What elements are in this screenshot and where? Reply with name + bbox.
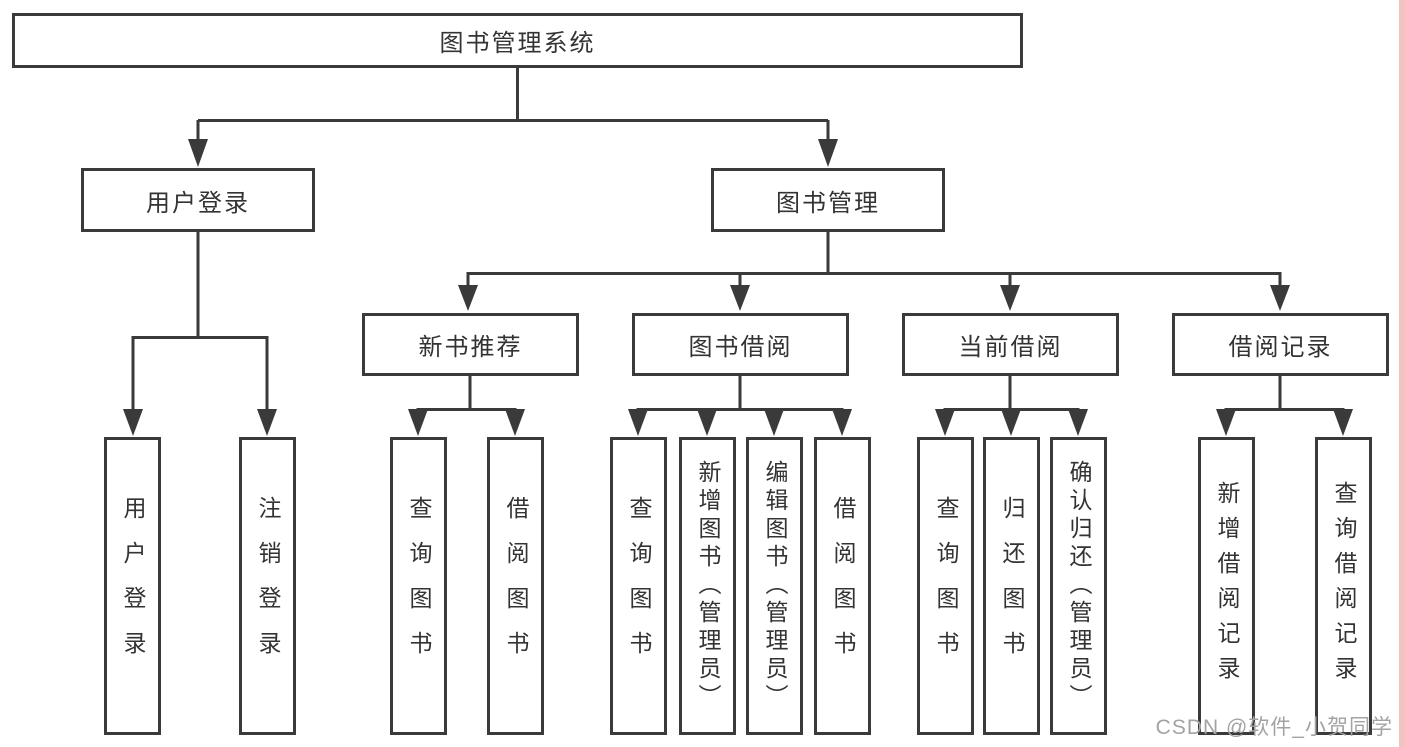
node-label: 图书借阅 (688, 334, 793, 361)
node-new-book-recommendation: 新书推荐 (362, 313, 579, 376)
leaf-label: 编辑图书（管理员） (762, 460, 788, 712)
leaf-label: 查询图书 (626, 496, 652, 676)
leaf-label: 查询借阅记录 (1331, 481, 1357, 691)
leaf-label: 注销登录 (255, 496, 281, 676)
csdn-watermark: CSDN @软件_小贺同学 (1155, 716, 1393, 739)
node-book-management: 图书管理 (711, 168, 945, 232)
node-book-borrowing: 图书借阅 (632, 313, 849, 376)
leaf-confirm-return-admin: 确认归还（管理员） (1050, 437, 1107, 735)
leaf-return-book: 归还图书 (983, 437, 1040, 735)
leaf-logout: 注销登录 (239, 437, 296, 735)
leaf-edit-book-admin: 编辑图书（管理员） (746, 437, 803, 735)
node-label: 用户登录 (146, 189, 250, 217)
leaf-query-book: 查询图书 (917, 437, 974, 735)
node-library-management-system: 图书管理系统 (12, 13, 1023, 68)
leaf-query-book: 查询图书 (390, 437, 447, 735)
leaf-label: 新增图书（管理员） (695, 460, 721, 712)
leaf-label: 借阅图书 (830, 496, 856, 676)
leaf-add-book-admin: 新增图书（管理员） (679, 437, 736, 735)
node-current-borrowing: 当前借阅 (902, 313, 1119, 376)
leaf-label: 借阅图书 (503, 496, 529, 676)
leaf-query-borrow-record: 查询借阅记录 (1315, 437, 1372, 735)
node-user-login: 用户登录 (81, 168, 315, 232)
leaf-label: 用户登录 (120, 496, 146, 676)
node-label: 图书管理系统 (439, 30, 596, 57)
node-borrowing-records: 借阅记录 (1172, 313, 1389, 376)
leaf-user-login: 用户登录 (104, 437, 161, 735)
node-label: 新书推荐 (418, 334, 523, 361)
right-edge-strip (1399, 0, 1405, 747)
leaf-add-borrow-record: 新增借阅记录 (1198, 437, 1255, 735)
node-label: 当前借阅 (958, 334, 1063, 361)
leaf-label: 确认归还（管理员） (1066, 460, 1092, 712)
leaf-borrow-book: 借阅图书 (814, 437, 871, 735)
node-label: 借阅记录 (1228, 334, 1333, 361)
leaf-label: 查询图书 (933, 496, 959, 676)
leaf-label: 归还图书 (999, 496, 1025, 676)
leaf-label: 查询图书 (406, 496, 432, 676)
leaf-borrow-book: 借阅图书 (487, 437, 544, 735)
leaf-query-book: 查询图书 (610, 437, 667, 735)
node-label: 图书管理 (776, 189, 880, 217)
leaf-label: 新增借阅记录 (1214, 481, 1240, 691)
